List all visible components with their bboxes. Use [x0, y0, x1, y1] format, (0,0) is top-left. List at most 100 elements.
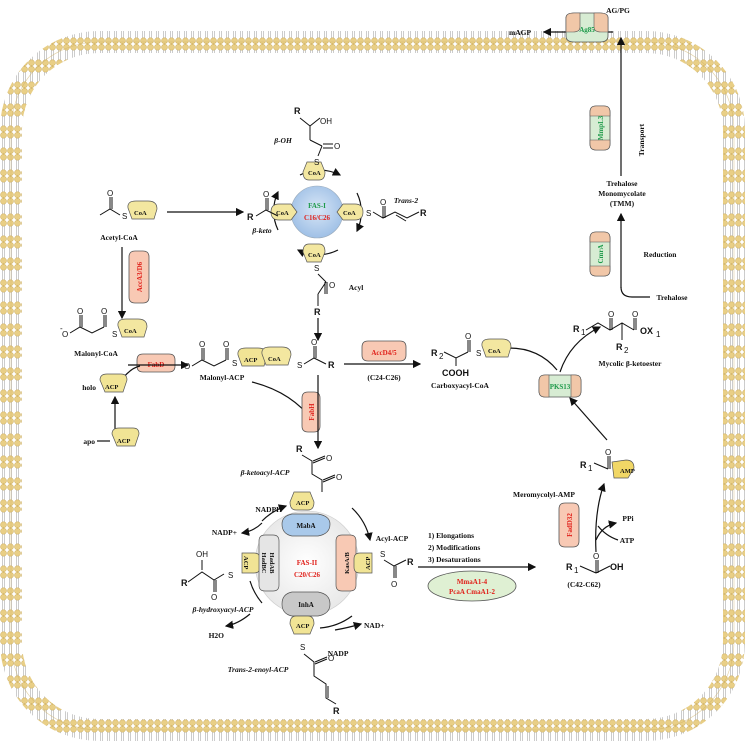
svg-text:AMP: AMP — [620, 468, 635, 475]
label-meromycolyl-amp: Meromycolyl-AMP — [513, 490, 575, 499]
fadd32-label: FadD32 — [566, 513, 574, 537]
label-trehalose: Trehalose — [657, 293, 689, 302]
svg-text:OH: OH — [610, 562, 624, 572]
cmra-label: CmrA — [597, 244, 605, 263]
label-reduction: Reduction — [644, 250, 678, 259]
svg-text:CoA: CoA — [488, 348, 501, 355]
svg-text:R: R — [420, 208, 427, 218]
svg-text:O: O — [311, 338, 317, 347]
label-malonyl-coa: Malonyl-CoA — [74, 349, 118, 358]
fas1-complex: FAS-I C16/C26 CoA CoA CoA CoA — [270, 161, 364, 263]
fas1-length: C16/C26 — [304, 214, 331, 222]
fabh-label: FabH — [308, 403, 316, 421]
ag85-label: Ag85 — [579, 26, 595, 34]
kasab-enzyme: KasA/B — [335, 534, 357, 592]
mmpl3-enzyme: MmpL3 — [589, 105, 611, 151]
svg-text:HadBC: HadBC — [260, 553, 267, 574]
svg-text:S: S — [476, 349, 481, 358]
label-h2o: H2O — [209, 631, 225, 640]
svg-text:COOH: COOH — [442, 368, 469, 378]
svg-text:CoA: CoA — [268, 356, 281, 363]
svg-text:O: O — [334, 142, 340, 151]
svg-text:S: S — [314, 158, 319, 167]
mmpl3-label: MmpL3 — [597, 115, 605, 140]
fas1-coa-top: CoA — [302, 161, 326, 181]
svg-text:O: O — [605, 448, 611, 457]
svg-text:O: O — [391, 580, 397, 589]
acyl-coa-structure: CoA S O R — [261, 338, 335, 370]
svg-text:O: O — [465, 332, 471, 341]
svg-text:O: O — [328, 654, 334, 663]
trans2-enoyl-acp-structure: S O R — [300, 643, 340, 716]
label-apo: apo — [83, 437, 95, 446]
fabd-enzyme: FabD — [136, 353, 176, 373]
label-trans2-enoyl-acp: Trans-2-enoyl-ACP — [228, 665, 289, 674]
svg-text:O: O — [107, 189, 113, 198]
label-acyl-acp: Acyl-ACP — [376, 534, 409, 543]
svg-text:InhA: InhA — [298, 601, 314, 609]
acyl-acp-structure: S O R — [380, 550, 414, 589]
tmm-line3: (TMM) — [610, 199, 635, 208]
fas1-beta-oh-structure: R OH O S — [294, 106, 340, 167]
beta-hydroxyacyl-acp-structure: OH R O S — [181, 550, 233, 602]
fabh-enzyme: FabH — [301, 391, 321, 433]
label-c42-c62: (C42-C62) — [567, 580, 601, 589]
label-ppi: PPi — [622, 514, 633, 523]
svg-text:R: R — [566, 562, 573, 572]
carboxyacyl-coa-structure: R 2 O COOH S CoA — [431, 332, 512, 378]
svg-text:R: R — [294, 106, 301, 116]
svg-text:ACP: ACP — [105, 384, 118, 391]
svg-text:O: O — [211, 593, 217, 602]
svg-text:ACP: ACP — [244, 357, 257, 364]
svg-text:R: R — [616, 342, 623, 352]
svg-text:O: O — [62, 330, 68, 339]
meromycolyl-amp-structure: R 1 O AMP — [580, 448, 635, 479]
malonyl-coa-structure: O - O O S CoA — [60, 307, 148, 339]
svg-text:R: R — [333, 706, 340, 716]
svg-text:S: S — [300, 643, 305, 652]
label-malonyl-acp: Malonyl-ACP — [200, 373, 245, 382]
svg-text:S: S — [228, 571, 233, 580]
label-nadph: NADPH — [255, 505, 282, 514]
svg-text:O: O — [223, 340, 229, 349]
pks13-label: PKS13 — [550, 383, 571, 391]
acca3-d6-enzyme: AccA3/D6 — [128, 250, 150, 304]
cell-membrane — [0, 31, 745, 741]
svg-text:R: R — [573, 324, 580, 334]
svg-text:S: S — [366, 209, 371, 218]
label-beta-oh: β-OH — [273, 136, 293, 145]
fas2-label: FAS-II — [297, 559, 318, 567]
svg-text:O: O — [263, 190, 269, 199]
svg-text:R: R — [296, 444, 303, 454]
fas2-complex: FAS-II C20/C26 ACP MabA ACP HadAB HadBC … — [241, 491, 373, 635]
svg-text:O: O — [77, 307, 83, 316]
svg-text:O: O — [184, 362, 190, 371]
label-acyl: Acyl — [349, 283, 364, 292]
step-1: 1) Elongations — [428, 531, 474, 540]
label-nadp-plus-left: NADP+ — [212, 528, 237, 537]
svg-text:S: S — [380, 550, 385, 559]
svg-text:2: 2 — [439, 352, 444, 361]
svg-text:ACP: ACP — [296, 623, 309, 630]
svg-text:O: O — [380, 198, 386, 207]
inha-enzyme: InhA — [281, 591, 331, 617]
mma-label: MmaA1-4 — [457, 578, 488, 586]
label-beta-ketoacyl-acp: β-ketoacyl-ACP — [240, 468, 290, 477]
label-magp: mAGP — [509, 28, 531, 37]
svg-text:HadAB: HadAB — [268, 553, 275, 575]
step-3: 3) Desaturations — [428, 555, 481, 564]
svg-text:S: S — [232, 359, 237, 368]
pks13-enzyme: PKS13 — [538, 374, 582, 398]
fas2-acp-top: ACP — [289, 491, 315, 511]
svg-text:ACP: ACP — [242, 556, 249, 569]
tmm-line2: Monomycolate — [598, 189, 646, 198]
mycolic-ketoester-structure: R 1 O O OX 1 R 2 — [573, 310, 661, 355]
cmra-enzyme: CmrA — [589, 231, 611, 277]
label-atp: ATP — [620, 536, 635, 545]
svg-text:CoA: CoA — [308, 252, 321, 259]
pca-label: PcaA CmaA1-2 — [449, 588, 496, 596]
svg-text:R: R — [247, 212, 254, 222]
svg-text:CoA: CoA — [343, 210, 356, 217]
modification-enzymes-oval: MmaA1-4 PcaA CmaA1-2 — [427, 570, 517, 602]
